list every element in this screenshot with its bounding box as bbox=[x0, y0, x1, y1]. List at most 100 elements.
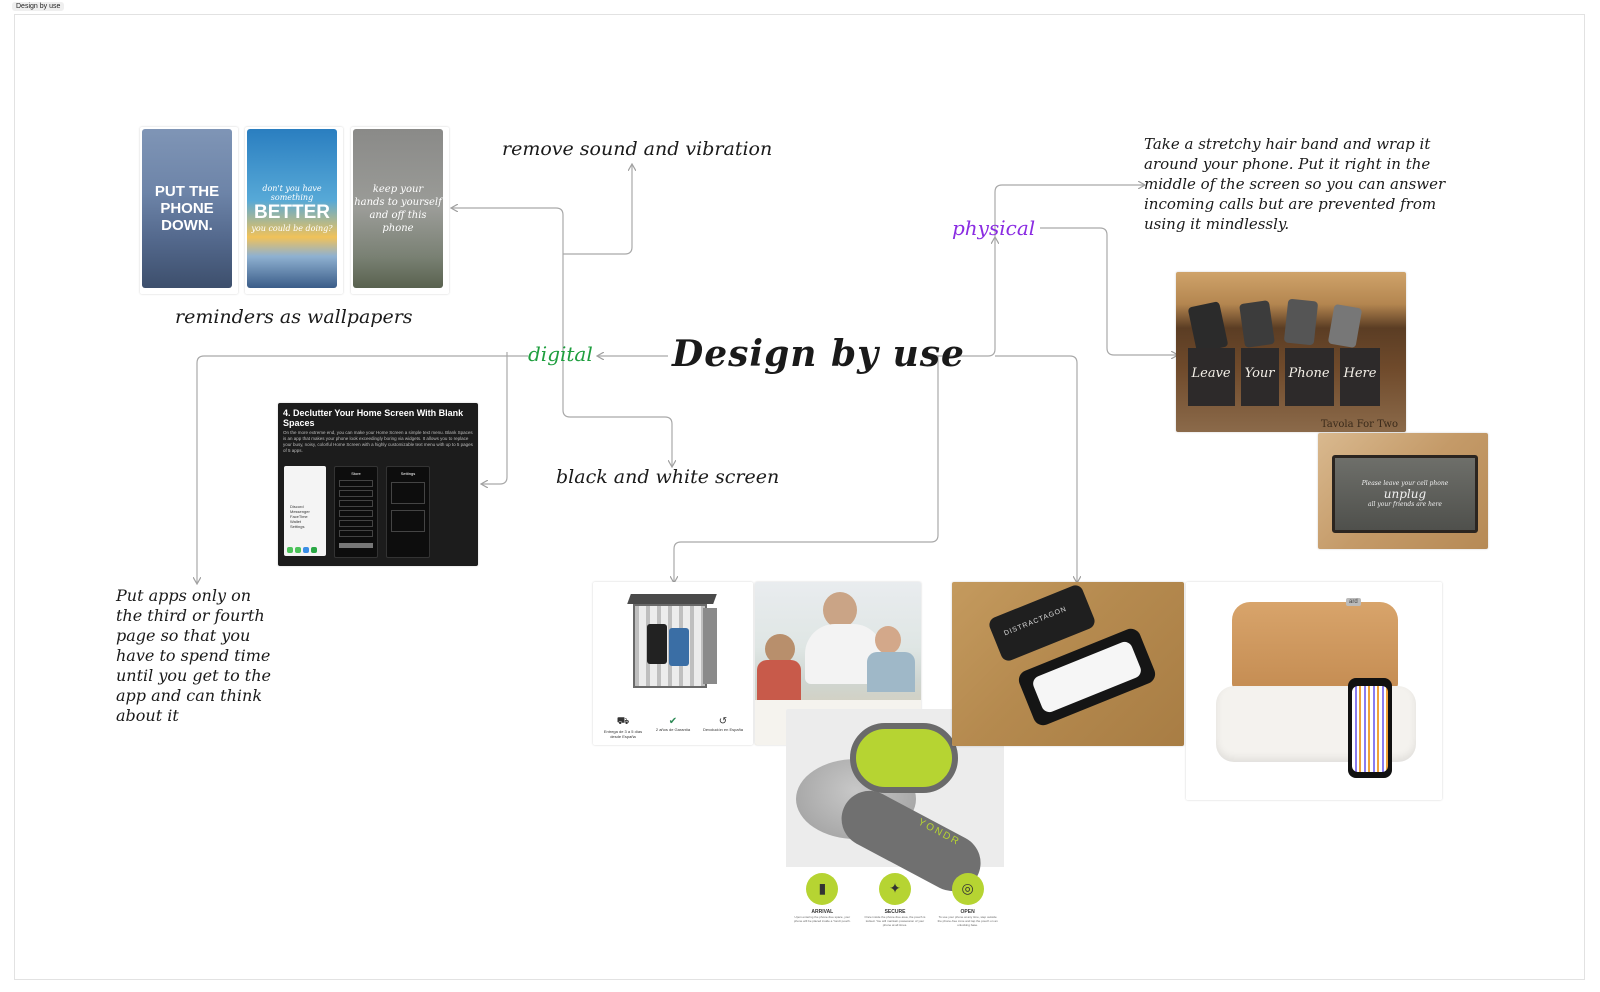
connector-central-boxes bbox=[995, 355, 1077, 582]
wallpaper-card-1[interactable]: PUT THE PHONE DOWN. bbox=[140, 127, 238, 294]
distraction-box-photo[interactable]: DISTRACTAGON bbox=[952, 582, 1184, 746]
wallpaper-image: PUT THE PHONE DOWN. bbox=[142, 129, 232, 288]
menu-item: Settings bbox=[290, 524, 305, 529]
note-line: have to spend time bbox=[116, 646, 271, 665]
ard-box-image: ard bbox=[1186, 582, 1442, 800]
connector-central-jail bbox=[674, 356, 939, 582]
arrival-icon: ▮ bbox=[806, 873, 839, 905]
tray-photo[interactable]: Please leave your cell phone unplug all … bbox=[1318, 433, 1488, 549]
connector-digital-wallpapers bbox=[452, 208, 564, 354]
digital-branch-label[interactable]: digital bbox=[528, 342, 593, 366]
phone-jail-image bbox=[627, 594, 719, 688]
board-frame bbox=[14, 14, 1585, 980]
central-title[interactable]: Design by use bbox=[672, 333, 965, 375]
wallpaper-text: BETTER bbox=[254, 202, 330, 223]
wallpaper-text: you could be doing? bbox=[251, 224, 333, 233]
tray-board: Please leave your cell phone unplug all … bbox=[1332, 455, 1478, 533]
crate-credit: Tavola For Two bbox=[1320, 419, 1398, 430]
wallpaper-image: keep your hands to yourself and off this… bbox=[353, 129, 443, 288]
dock-icons bbox=[287, 547, 317, 553]
note-wallpapers[interactable]: reminders as wallpapers bbox=[175, 306, 413, 328]
step-desc: To use your phone at any time, step outs… bbox=[937, 915, 998, 927]
feature-text: Devolución en España bbox=[702, 727, 744, 732]
yondr-step: ▮ ARRIVAL Upon entering the phone-free s… bbox=[791, 873, 853, 931]
phone-screen-store: Store bbox=[334, 466, 378, 558]
phone-screen-home: Discord Messenger FaceTime Wallet Settin… bbox=[284, 466, 326, 556]
wallpaper-text: and off this bbox=[369, 209, 427, 221]
article-screens: Discord Messenger FaceTime Wallet Settin… bbox=[278, 460, 478, 564]
wallpaper-text: don't you have something bbox=[262, 184, 322, 202]
distraction-box-image: DISTRACTAGON bbox=[952, 582, 1184, 746]
feature-item: ↺ Devolución en España bbox=[701, 716, 745, 739]
step-title: ARRIVAL bbox=[811, 909, 834, 915]
frame-label[interactable]: Design by use bbox=[12, 2, 65, 11]
phone-screen-settings: Settings bbox=[386, 466, 430, 558]
menu-item: Discord bbox=[290, 504, 304, 509]
crate-word: Leave bbox=[1187, 348, 1235, 406]
truck-icon: ⛟ bbox=[616, 716, 630, 727]
step-desc: Once inside the phone-free area, the pou… bbox=[864, 915, 926, 927]
note-black-white[interactable]: black and white screen bbox=[556, 466, 780, 488]
connector-digital-bw bbox=[562, 358, 672, 466]
yondr-card[interactable]: YONDR ▮ ARRIVAL Upon entering the phone-… bbox=[786, 709, 1004, 941]
article-card[interactable]: 4. Declutter Your Home Screen With Blank… bbox=[278, 403, 478, 566]
wallpaper-text: hands to yourself bbox=[354, 196, 442, 208]
return-icon: ↺ bbox=[718, 716, 728, 727]
tray-text: all your friends are here bbox=[1368, 501, 1442, 508]
tray-text: unplug bbox=[1383, 487, 1427, 501]
crate-word: Your bbox=[1240, 348, 1279, 406]
note-line: Take a stretchy hair band and wrap it bbox=[1144, 135, 1431, 153]
physical-branch-label[interactable]: physical bbox=[952, 216, 1036, 240]
crate-sign: Leave Your Phone Here bbox=[1182, 348, 1386, 406]
note-hair-band[interactable]: Take a stretchy hair band and wrap it ar… bbox=[1144, 134, 1445, 234]
article-body: On the more extreme end, you can make yo… bbox=[283, 430, 473, 453]
screen-title: Store bbox=[351, 471, 361, 476]
connector-digital-remove-sound bbox=[563, 165, 632, 255]
step-desc: Upon entering the phone-free space, your… bbox=[793, 915, 851, 923]
crate-word: Here bbox=[1339, 348, 1381, 406]
connector-physical-crate bbox=[1040, 227, 1177, 355]
yondr-step: ✦ SECURE Once inside the phone-free area… bbox=[864, 873, 926, 931]
tray-text: Please leave your cell phone bbox=[1361, 480, 1449, 487]
menu-item: Messenger bbox=[290, 509, 310, 514]
step-title: SECURE bbox=[884, 909, 906, 915]
wallpaper-card-3[interactable]: keep your hands to yourself and off this… bbox=[351, 127, 449, 294]
open-icon: ◎ bbox=[951, 873, 984, 905]
yondr-step: ◎ OPEN To use your phone at any time, st… bbox=[937, 873, 999, 931]
note-remove-sound[interactable]: remove sound and vibration bbox=[502, 138, 773, 160]
note-line: until you get to the bbox=[116, 666, 271, 685]
jail-features: ⛟ Entrega de 3 a 5 días desde España ✔ 2… bbox=[601, 716, 745, 739]
crate-phones bbox=[1186, 290, 1376, 353]
wallpaper-card-2[interactable]: don't you have something BETTER you coul… bbox=[245, 127, 343, 294]
feature-item: ⛟ Entrega de 3 a 5 días desde España bbox=[601, 716, 645, 739]
ard-badge: ard bbox=[1346, 598, 1361, 606]
note-apps-pages[interactable]: Put apps only on the third or fourth pag… bbox=[116, 586, 271, 726]
phone-jail-card[interactable]: ⛟ Entrega de 3 a 5 días desde España ✔ 2… bbox=[593, 582, 753, 745]
wallpaper-text: PUT THE PHONE DOWN. bbox=[154, 183, 220, 234]
note-line: the third or fourth bbox=[116, 606, 265, 625]
connector-digital-article bbox=[482, 352, 508, 484]
note-line: Put apps only on bbox=[116, 586, 252, 605]
wallpaper-text: keep your bbox=[372, 183, 424, 195]
crate-word: Phone bbox=[1284, 348, 1334, 406]
connector-central-physical bbox=[930, 238, 995, 357]
step-title: OPEN bbox=[960, 909, 975, 915]
connector-physical-hairband bbox=[994, 185, 1144, 238]
note-line: page so that you bbox=[116, 626, 251, 645]
shield-check-icon: ✔ bbox=[668, 716, 678, 727]
crate-photo[interactable]: Leave Your Phone Here Tavola For Two bbox=[1176, 272, 1406, 432]
note-line: about it bbox=[116, 706, 179, 725]
menu-item: FaceTime bbox=[290, 514, 308, 519]
wallpaper-image: don't you have something BETTER you coul… bbox=[247, 129, 337, 288]
note-line: using it mindlessly. bbox=[1144, 215, 1290, 233]
feature-item: ✔ 2 años de Garantía bbox=[651, 716, 695, 739]
note-line: middle of the screen so you can answer bbox=[1144, 175, 1446, 193]
feature-text: 2 años de Garantía bbox=[655, 727, 691, 732]
note-line: app and can think bbox=[116, 686, 263, 705]
secure-icon: ✦ bbox=[878, 873, 911, 905]
connector-digital-apps bbox=[197, 355, 528, 583]
note-line: around your phone. Put it right in the bbox=[1144, 155, 1431, 173]
ard-box-card[interactable]: ard bbox=[1186, 582, 1442, 800]
note-line: incoming calls but are prevented from bbox=[1144, 195, 1437, 213]
